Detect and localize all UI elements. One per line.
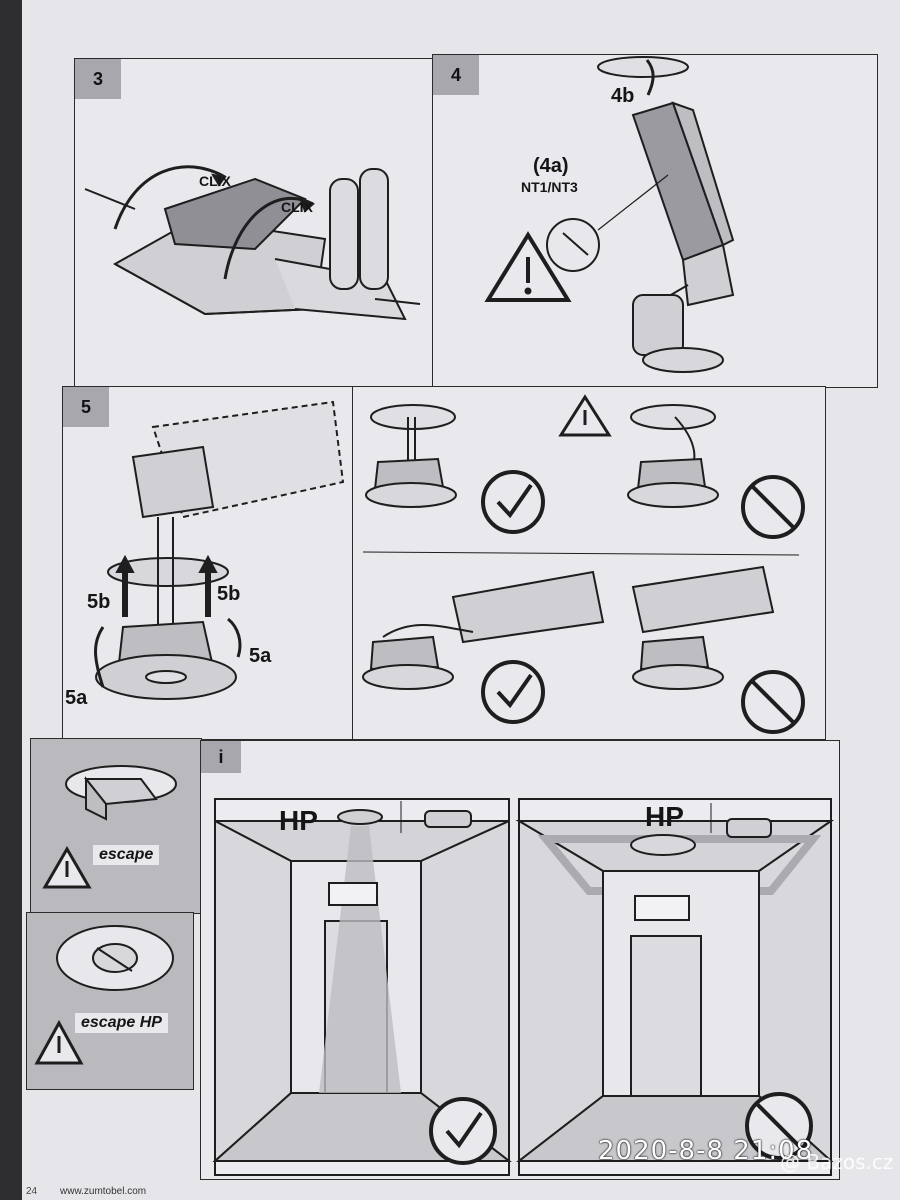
panel-escape-hp: escape HP <box>26 912 194 1090</box>
panel-escape: escape <box>30 738 202 914</box>
step-number: 4 <box>433 55 479 95</box>
clix-label-1: CLIX <box>199 173 231 189</box>
site-watermark: @ Bazos.cz <box>780 1150 894 1174</box>
escape-hp-luminaire-illustration <box>34 925 174 1065</box>
panel-info: i <box>200 740 840 1180</box>
panel-step-3: 3 CLIX CLIX <box>74 58 434 388</box>
step-number: 5 <box>63 387 109 427</box>
step-4a-label: (4a) <box>533 155 569 177</box>
panel-step-4: 4 4b (4a) NT1/NT3 <box>432 54 878 388</box>
hp-label-left: HP <box>279 805 318 836</box>
wiring-comparison-illustrations <box>362 394 805 734</box>
step-5a-right: 5a <box>249 645 272 667</box>
info-marker: i <box>201 741 241 773</box>
footer-url: www.zumtobel.com <box>60 1186 147 1197</box>
ceiling-install-illustration <box>94 400 345 700</box>
step-4b-label: 4b <box>611 85 635 107</box>
page-number: 24 <box>26 1186 38 1197</box>
escape-luminaire-illustration <box>42 765 177 889</box>
battery-connect-illustration <box>484 56 735 373</box>
step-5a-left: 5a <box>65 687 88 709</box>
variant-label: NT1/NT3 <box>521 179 578 195</box>
panel-wiring-comparison <box>352 386 826 740</box>
clix-mounting-illustration <box>84 165 421 321</box>
corridor-comparison-illustrations <box>212 798 835 1176</box>
step-5b-right: 5b <box>217 583 241 605</box>
escape-label: escape <box>93 845 160 865</box>
step-number: 3 <box>75 59 121 99</box>
step-5b-left: 5b <box>87 591 111 613</box>
clix-label-2: CLIX <box>281 199 313 215</box>
panel-step-5: 5 5b 5b 5a 5a <box>62 386 354 740</box>
hp-label-right: HP <box>645 801 684 832</box>
escape-hp-label: escape HP <box>75 1013 168 1033</box>
photo-timestamp: 2020-8-8 21:08 <box>598 1136 814 1166</box>
photo-edge <box>0 0 22 1200</box>
